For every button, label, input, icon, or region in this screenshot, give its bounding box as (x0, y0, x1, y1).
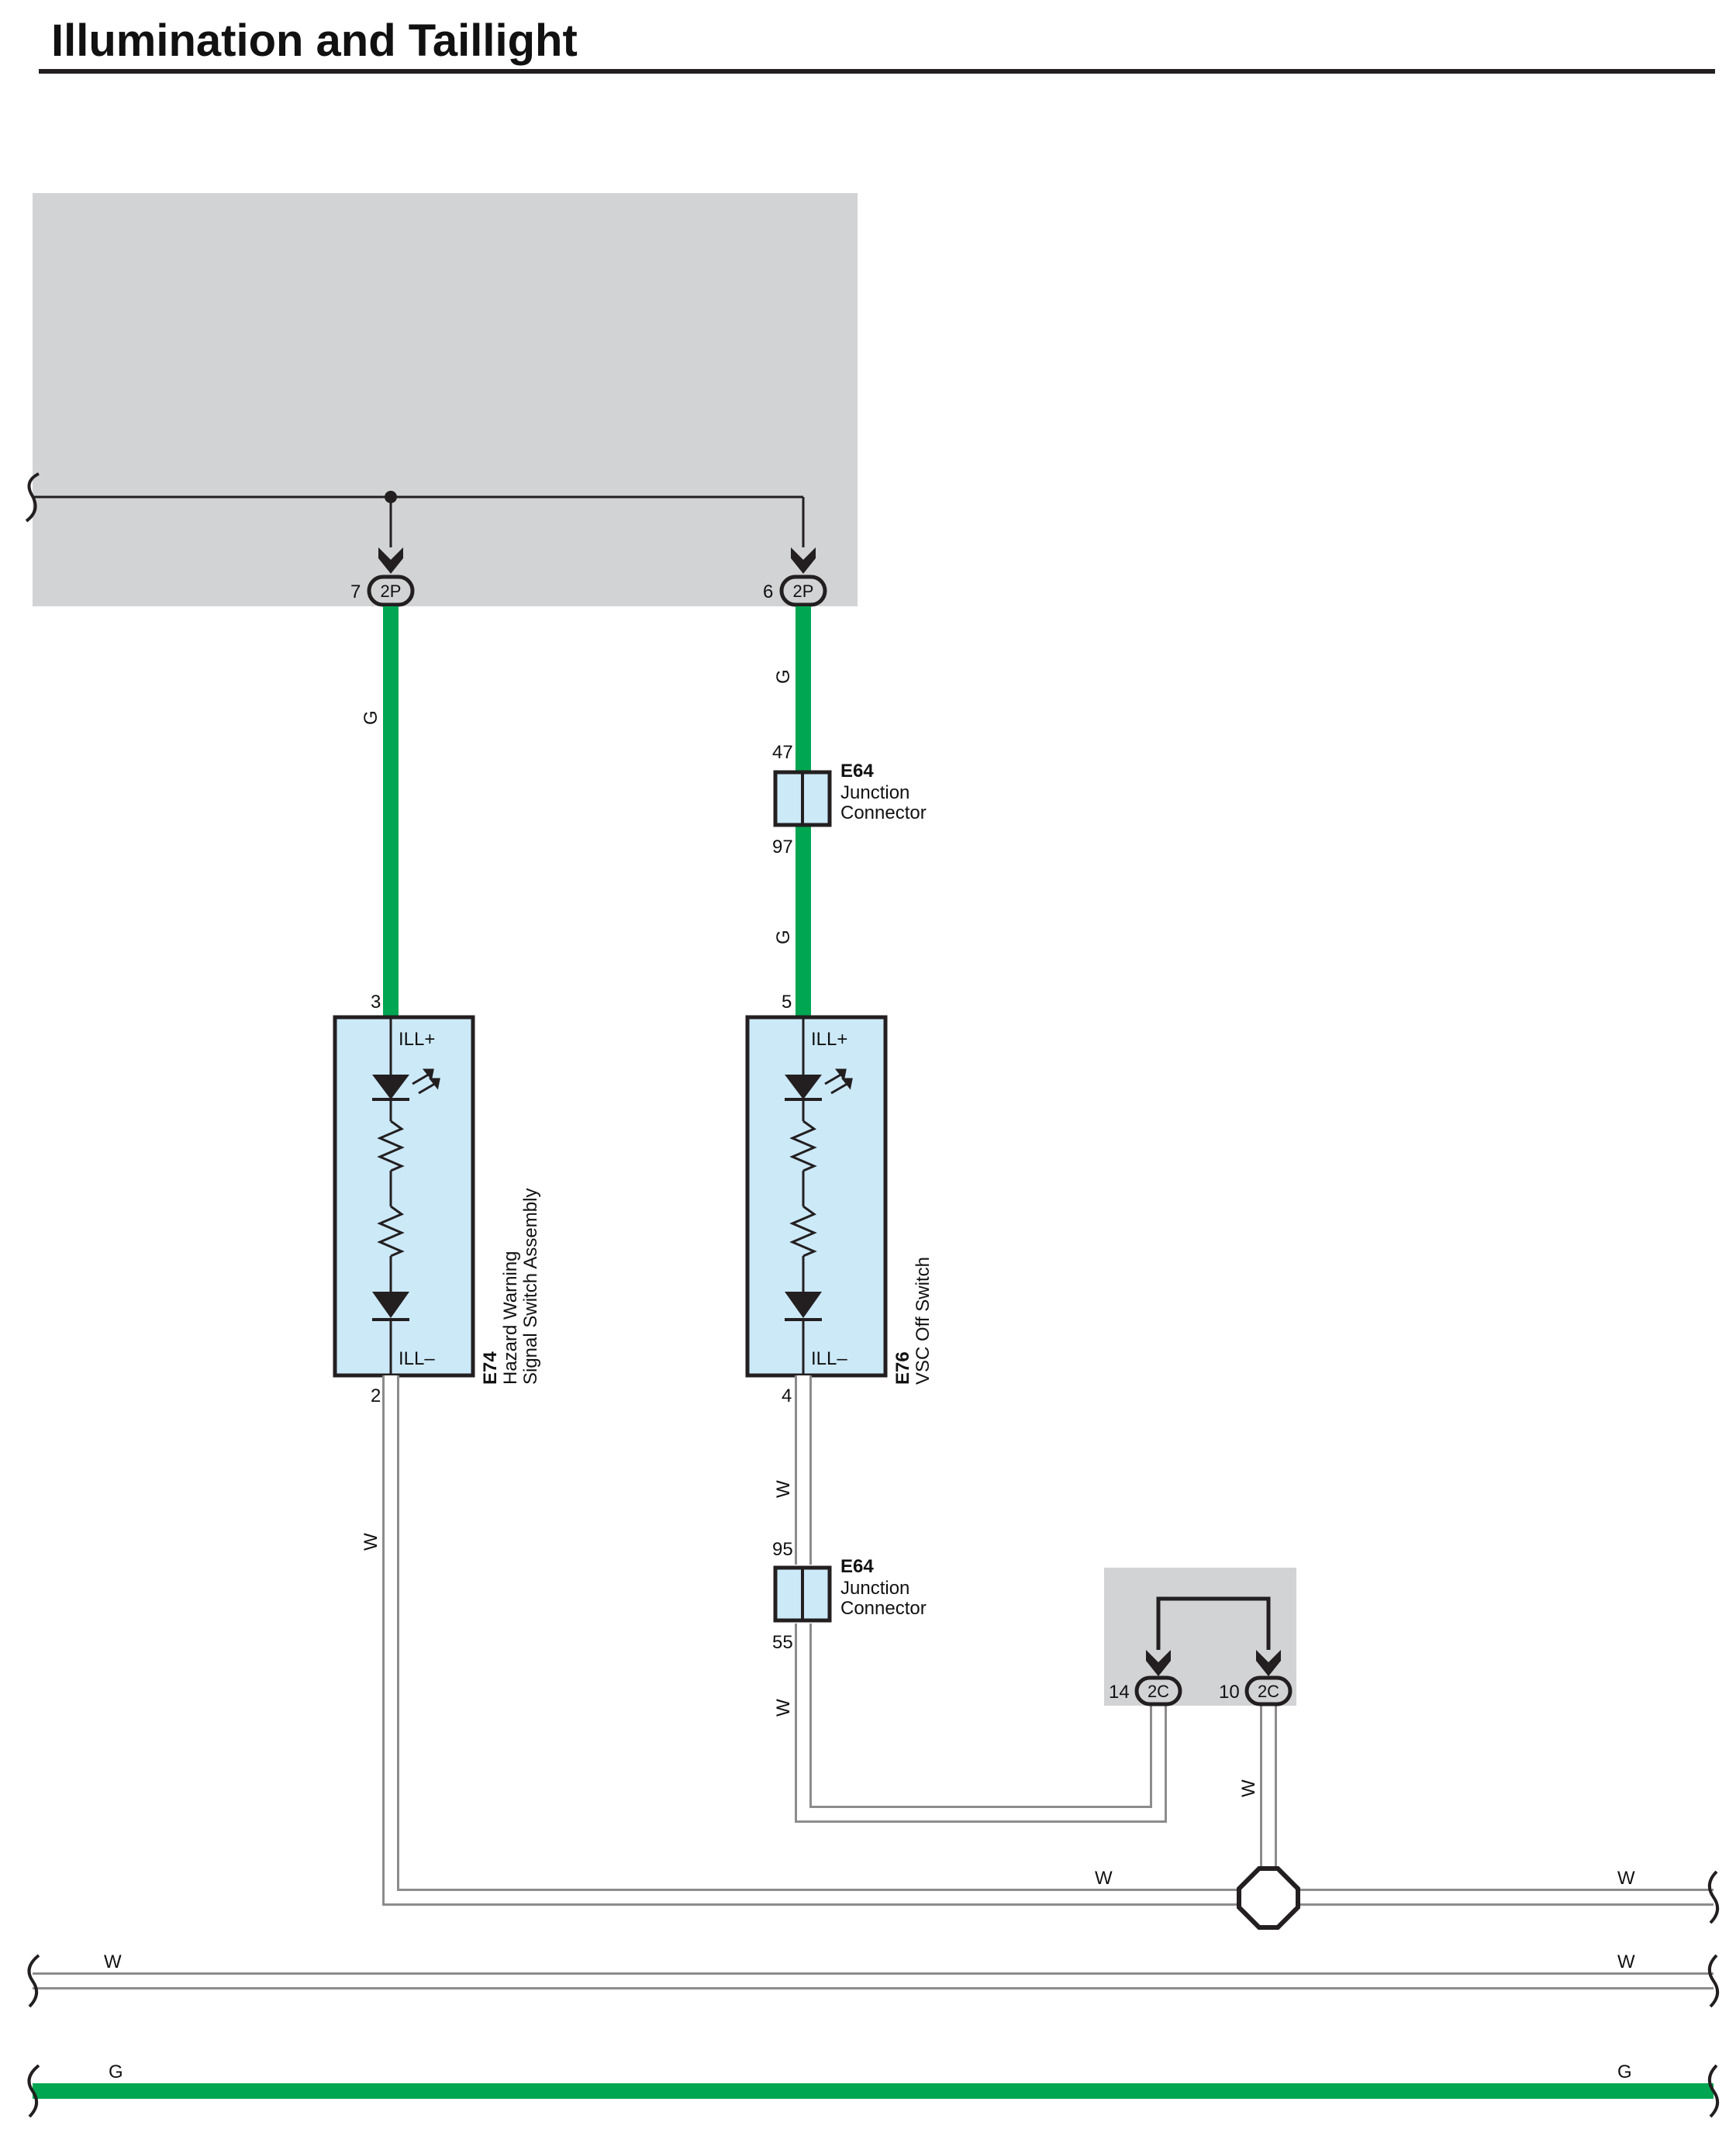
connector-2c-right: 2C 10 (1219, 1675, 1293, 1706)
page-title: Illumination and Taillight (51, 16, 578, 66)
component-e76: 5 4 ILL+ ILL– E76 VSC Off Switch (745, 992, 934, 1406)
wire-color-label: W (1617, 1868, 1635, 1889)
wire-color-label: W (1238, 1779, 1259, 1797)
diode-icon (785, 1292, 822, 1318)
connector-code: 2C (1258, 1682, 1279, 1701)
led-icon (785, 1075, 822, 1099)
junction-connector-e64-upper: 47 97 E64 Junction Connector (772, 742, 927, 858)
component-name: Junction (840, 782, 909, 803)
terminal-label: ILL+ (399, 1029, 435, 1050)
wire-color-label: W (1095, 1868, 1113, 1889)
pin-number: 10 (1219, 1682, 1240, 1703)
pin-number: 7 (350, 581, 361, 602)
connector-code: 2C (1148, 1682, 1169, 1701)
pin-number: 95 (772, 1539, 793, 1560)
diode-icon (372, 1292, 409, 1318)
component-e74: 3 2 ILL+ ILL– E74 Hazard Warning Signal … (333, 992, 541, 1406)
pin-number: 2 (371, 1385, 381, 1406)
component-name: Signal Switch Assembly (520, 1189, 541, 1385)
pin-number: 4 (782, 1385, 792, 1406)
pin-number: 14 (1109, 1682, 1130, 1703)
component-name: VSC Off Switch (913, 1257, 934, 1385)
component-name: Hazard Warning (500, 1251, 521, 1385)
component-id: E74 (480, 1351, 501, 1385)
pin-number: 3 (371, 992, 381, 1013)
light-rays-icon (412, 1068, 440, 1095)
wire-color-label: W (104, 1951, 122, 1972)
led-icon (372, 1075, 409, 1099)
pin-number: 6 (763, 581, 773, 602)
splice-dot (385, 491, 397, 503)
wire-color-label: W (361, 1533, 381, 1551)
pin-number: 5 (782, 992, 792, 1013)
wire-color-label: W (773, 1480, 794, 1498)
wire-color-label: G (1617, 2062, 1632, 2083)
light-rays-icon (824, 1068, 853, 1095)
connector-2p-right: 2P 6 (763, 575, 827, 607)
wire-color-label: G (109, 2062, 123, 2083)
component-id: E64 (840, 1556, 874, 1577)
upper-unit-area (33, 193, 858, 606)
break-markers (27, 1870, 1720, 2118)
upper-internal-wiring (25, 472, 805, 547)
component-name: Connector (840, 802, 927, 823)
pin-number: 97 (772, 837, 793, 858)
arrow-down-icon (1146, 1650, 1171, 1676)
white-wires (33, 1375, 1714, 1989)
component-id: E76 (892, 1351, 913, 1385)
terminal-label: ILL– (399, 1348, 435, 1369)
pin-number: 47 (772, 742, 793, 763)
splice-junction-icon (1237, 1866, 1300, 1930)
junction-connector-e64-lower: 95 55 E64 Junction Connector (772, 1539, 927, 1653)
wire-color-label: G (361, 710, 381, 725)
arrow-down-icon (791, 547, 816, 574)
wire-color-label: G (773, 669, 794, 684)
arrow-down-icon (378, 547, 403, 574)
terminal-label: ILL– (811, 1348, 847, 1369)
pin-number: 55 (772, 1632, 793, 1653)
wire-color-label: W (773, 1699, 794, 1717)
arrow-down-icon (1256, 1650, 1281, 1676)
connector-2p-left: 2P 7 (350, 575, 415, 607)
component-name: Connector (840, 1598, 927, 1619)
connector-code: 2P (793, 581, 814, 601)
lower-internal-wiring (1156, 1596, 1271, 1650)
connector-code: 2P (381, 581, 402, 601)
component-name: Junction (840, 1578, 909, 1599)
terminal-label: ILL+ (811, 1029, 847, 1050)
wire-color-label: W (1617, 1951, 1635, 1972)
wire-color-label: G (773, 930, 794, 944)
component-id: E64 (840, 761, 874, 782)
connector-2c-left: 2C 14 (1109, 1675, 1182, 1706)
